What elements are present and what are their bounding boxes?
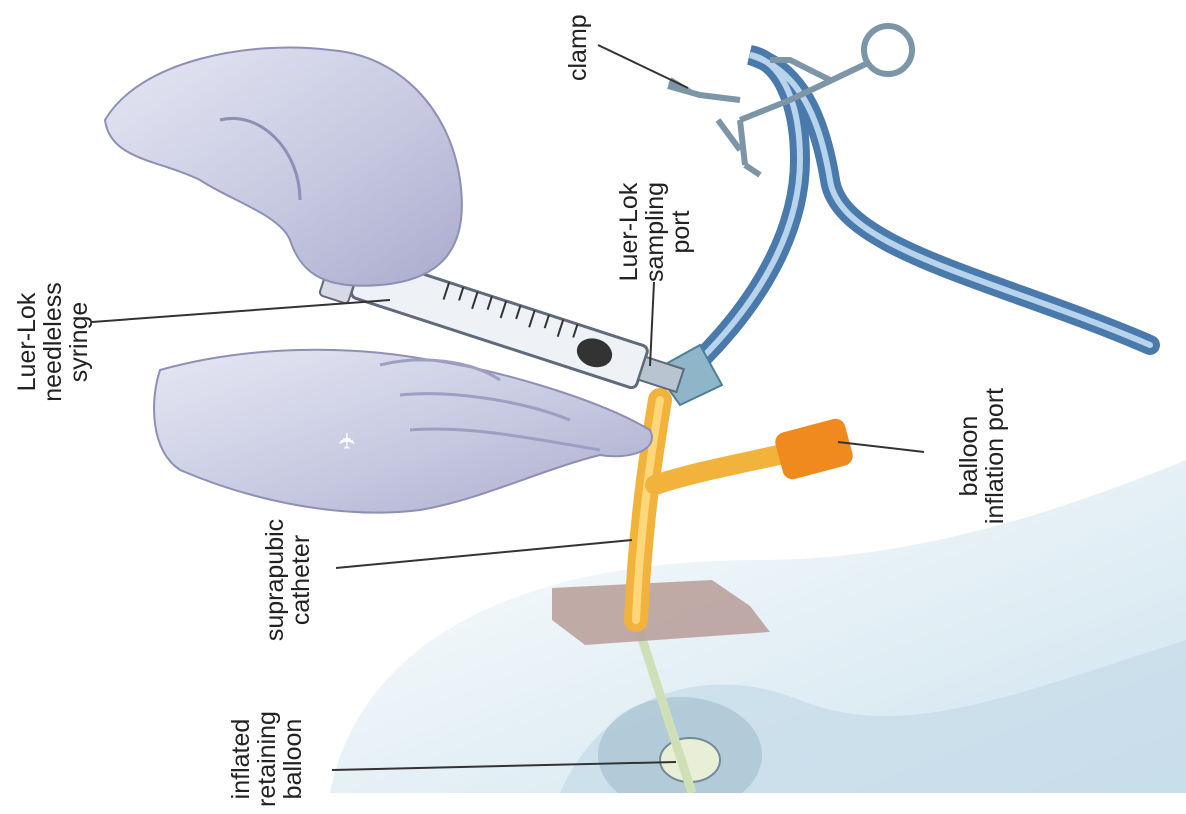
lower-glove [154, 350, 652, 513]
syringe-leader [92, 300, 390, 322]
catheter-leader [336, 540, 632, 568]
clamp-leader [598, 45, 688, 88]
retaining-balloon-label: inflated retaining balloon [228, 704, 306, 814]
clamp-label: clamp [565, 1, 591, 81]
balloon-inflation-cap [773, 417, 855, 482]
drainage-tubing [700, 55, 1150, 360]
glove-logo-icon: ✈ [336, 432, 361, 450]
syringe-label: Luer-Lok needleless syringe [14, 267, 92, 417]
balloon-inflation-port-label: balloon inflation port [956, 376, 1008, 536]
balloon-arm [655, 450, 800, 485]
upper-glove [105, 48, 462, 286]
sampling-port-label: Luer-Lok sampling port [616, 167, 694, 297]
catheter-label: suprapubic catheter [262, 510, 314, 650]
